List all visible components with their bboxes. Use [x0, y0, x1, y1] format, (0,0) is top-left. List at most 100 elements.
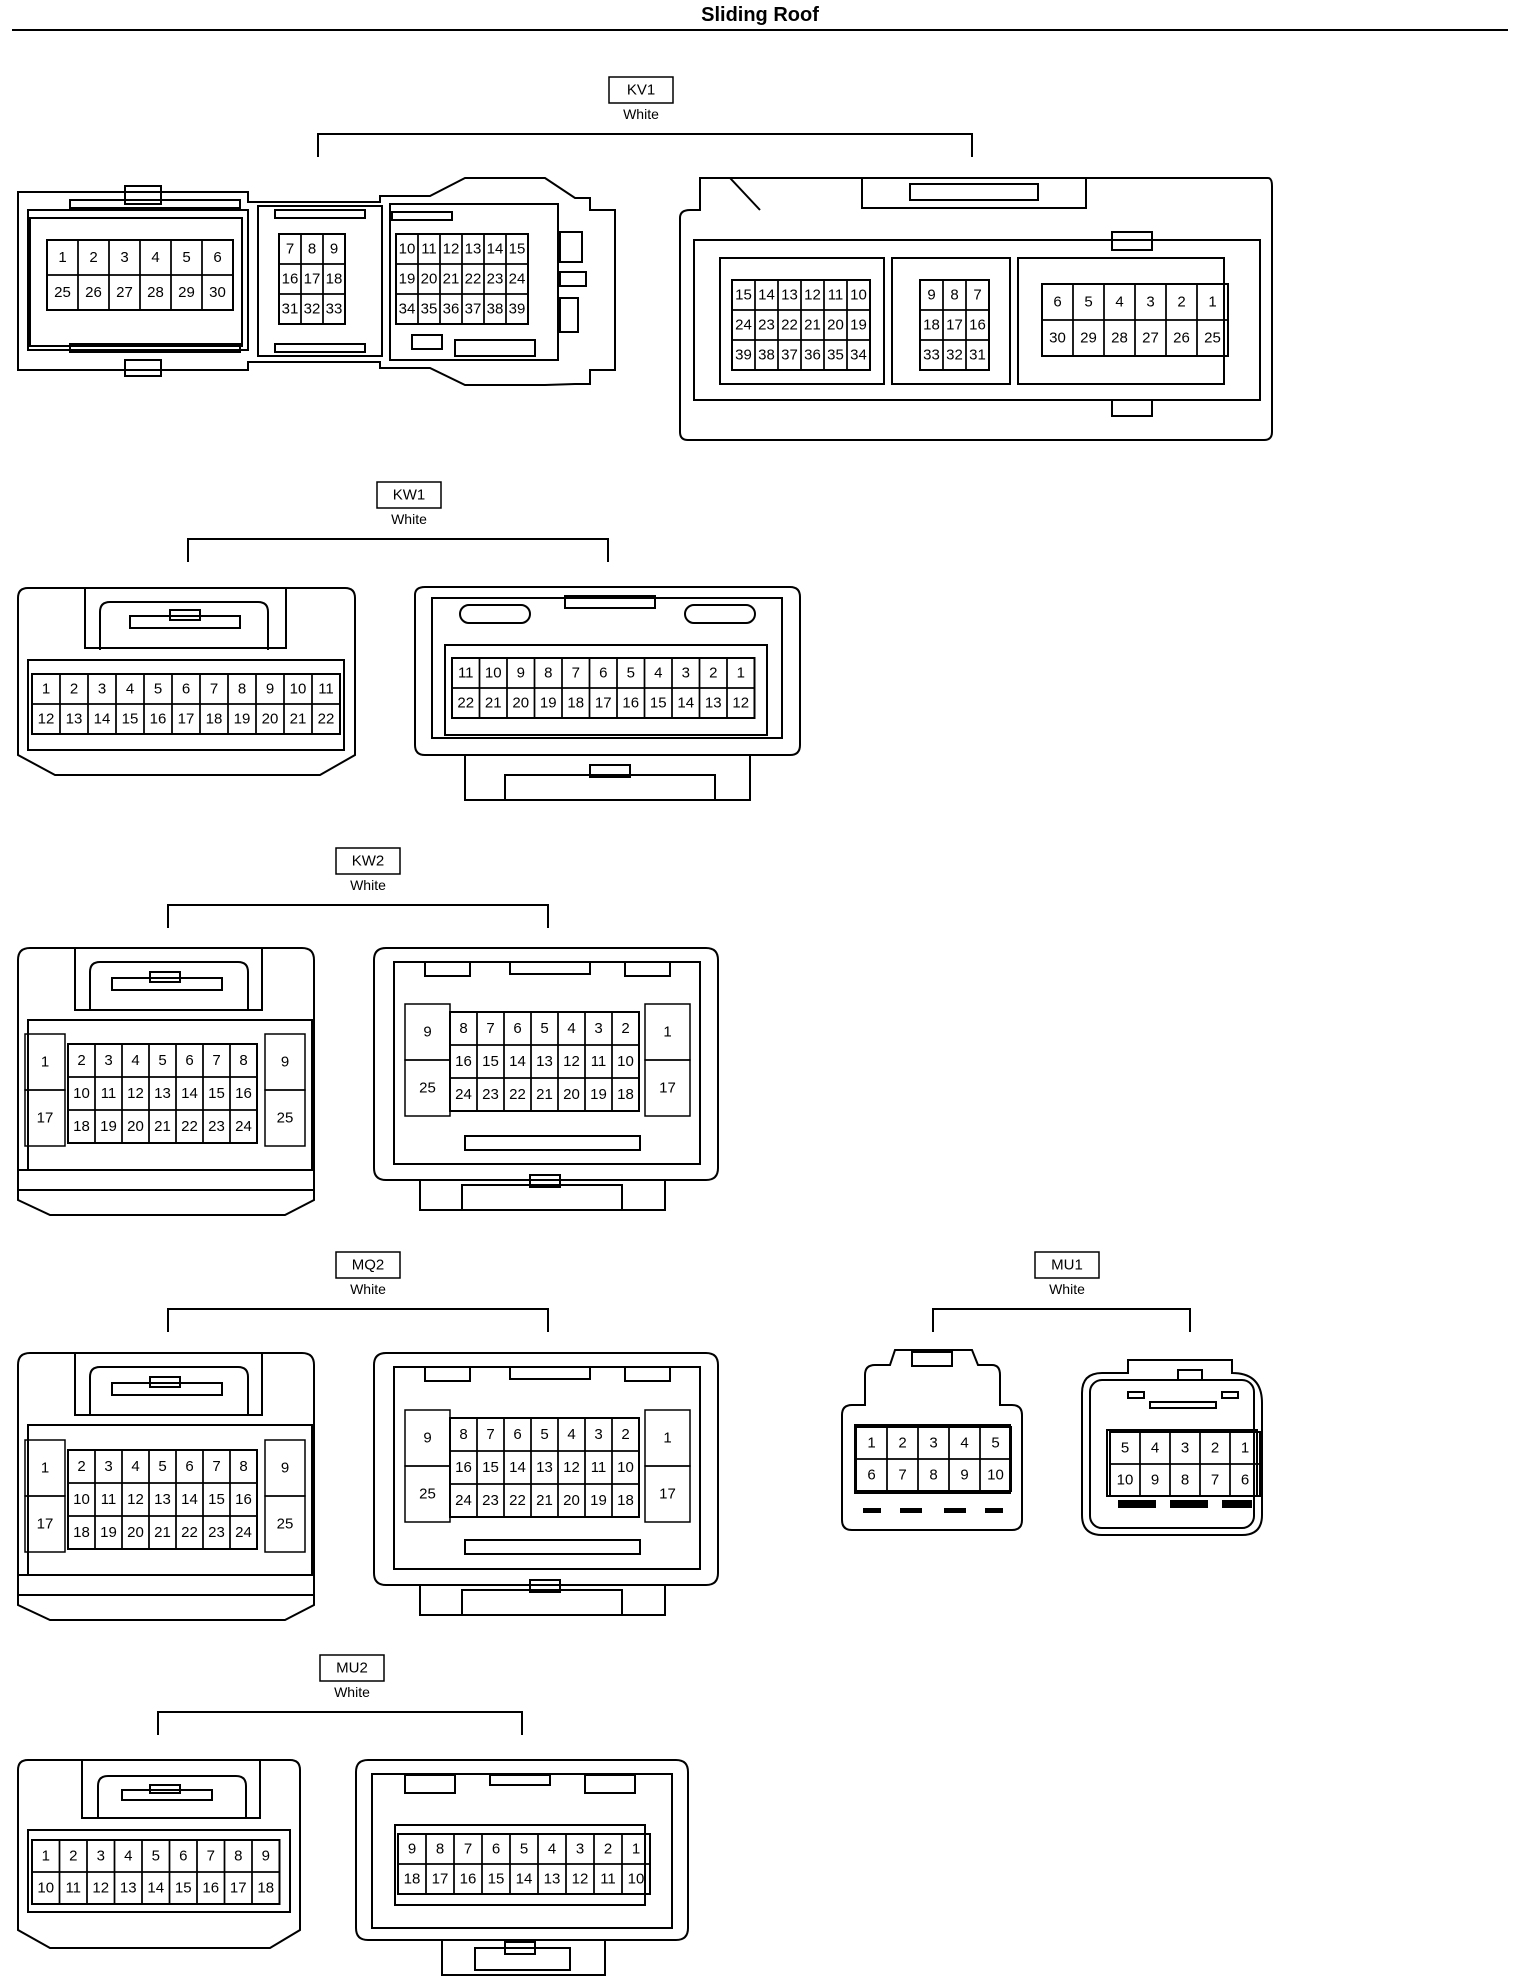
pin-number: 16 — [202, 1880, 219, 1897]
latch — [121, 1789, 213, 1801]
connector-code: KV1 — [627, 82, 655, 99]
pin-number: 12 — [127, 1085, 144, 1102]
pin-number: 9 — [408, 1841, 416, 1858]
pin-number: 15 — [482, 1053, 499, 1070]
pin-number: 14 — [181, 1491, 198, 1508]
pin-number: 24 — [509, 271, 526, 288]
latch — [111, 977, 223, 991]
pin-number: 3 — [576, 1841, 584, 1858]
latch — [74, 948, 263, 1011]
connector-code-box — [335, 1251, 401, 1279]
pin-number: 4 — [126, 681, 134, 698]
pin-number: 6 — [492, 1841, 500, 1858]
latch — [509, 1366, 591, 1380]
pin-number: 5 — [154, 681, 162, 698]
pin-number: 6 — [513, 1020, 521, 1037]
pin-number: 22 — [318, 711, 335, 728]
pin-number: 9 — [960, 1467, 968, 1484]
pin-cell — [611, 1483, 640, 1518]
pin-number: 15 — [735, 287, 752, 304]
latch — [124, 185, 162, 205]
pin-number: 20 — [127, 1524, 144, 1541]
latch — [489, 1774, 551, 1786]
pin-number: 9 — [1151, 1472, 1159, 1489]
pin-number: 15 — [482, 1459, 499, 1476]
rib — [1127, 1391, 1145, 1399]
pin-number: 21 — [290, 711, 307, 728]
pin-cell — [644, 1465, 691, 1523]
pin-number: 16 — [622, 695, 639, 712]
pin-number: 10 — [1117, 1472, 1134, 1489]
connector-code-box — [376, 481, 442, 509]
pin-number: 2 — [1211, 1440, 1219, 1457]
pin-number: 3 — [120, 249, 128, 266]
pin-number: 17 — [595, 695, 612, 712]
pin-number: 15 — [122, 711, 139, 728]
pin-number: 28 — [1111, 330, 1128, 347]
pin-number: 25 — [277, 1110, 294, 1127]
pin-number: 6 — [867, 1467, 875, 1484]
pin-number: 9 — [330, 241, 338, 258]
pin-number: 7 — [212, 1052, 220, 1069]
pin-number: 3 — [97, 1848, 105, 1865]
pin-number: 7 — [898, 1467, 906, 1484]
latch — [169, 609, 201, 621]
pin-number: 23 — [487, 271, 504, 288]
pin-number: 23 — [208, 1118, 225, 1135]
pin-number: 24 — [455, 1492, 472, 1509]
pin-number: 20 — [127, 1118, 144, 1135]
pin-cell — [24, 1089, 66, 1147]
pin-number: 24 — [235, 1524, 252, 1541]
rib — [274, 343, 366, 353]
rib — [1170, 1500, 1208, 1508]
pin-number: 14 — [677, 695, 694, 712]
pin-number: 28 — [147, 284, 164, 301]
latch — [529, 1579, 561, 1593]
pin-number: 16 — [460, 1871, 477, 1888]
connector-color: White — [350, 1281, 386, 1297]
pin-number: 8 — [950, 287, 958, 304]
pin-cell — [846, 339, 871, 371]
pin-number: 5 — [627, 665, 635, 682]
pin-cell — [1196, 319, 1229, 357]
pin-number: 24 — [235, 1118, 252, 1135]
pin-cell — [264, 1089, 306, 1147]
pin-number: 8 — [459, 1426, 467, 1443]
pin-number: 19 — [234, 711, 251, 728]
latch — [149, 971, 181, 983]
pin-number: 3 — [929, 1435, 937, 1452]
pin-number: 9 — [927, 287, 935, 304]
rib — [391, 211, 453, 221]
pin-cell — [965, 339, 990, 371]
latch — [589, 764, 631, 778]
pin-number: 13 — [120, 1880, 137, 1897]
pin-number: 12 — [732, 695, 749, 712]
pin-number: 8 — [436, 1841, 444, 1858]
connector-code-box — [335, 847, 401, 875]
pin-number: 11 — [828, 287, 844, 304]
pin-number: 4 — [1115, 294, 1123, 311]
pin-number: 8 — [239, 1458, 247, 1475]
pin-number: 7 — [572, 665, 580, 682]
pin-number: 36 — [443, 301, 460, 318]
pin-number: 15 — [208, 1491, 225, 1508]
pin-cell — [311, 703, 341, 735]
latch — [909, 183, 1039, 201]
housing-cavity — [431, 597, 783, 739]
view-bracket — [932, 1308, 1191, 1332]
key — [559, 231, 583, 263]
pin-number: 27 — [1142, 330, 1159, 347]
pin-number: 4 — [548, 1841, 556, 1858]
pin-number: 12 — [127, 1491, 144, 1508]
pin-number: 34 — [399, 301, 416, 318]
kw2-right-housing — [373, 947, 719, 1181]
view-bracket — [157, 1711, 523, 1735]
pin-number: 9 — [517, 665, 525, 682]
pin-number: 1 — [1208, 294, 1216, 311]
housing-cavity — [1017, 257, 1225, 385]
latch — [74, 1353, 263, 1416]
pin-number: 26 — [85, 284, 102, 301]
kv1-right-housing — [679, 177, 1273, 441]
pin-number: 3 — [1181, 1440, 1189, 1457]
